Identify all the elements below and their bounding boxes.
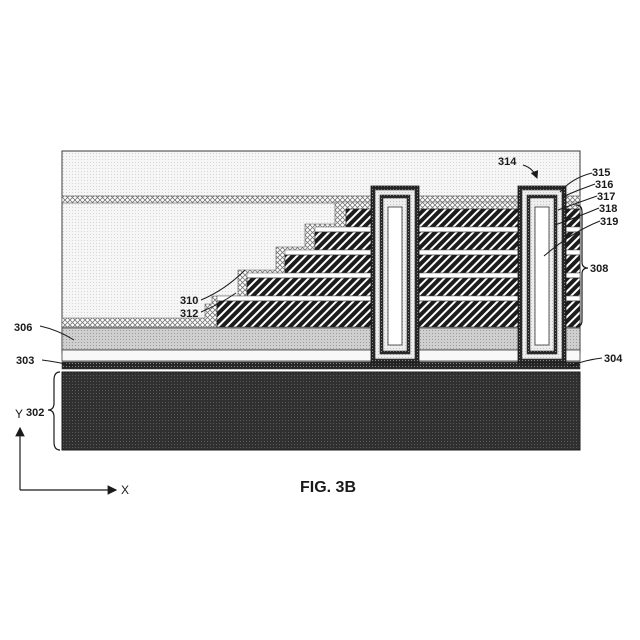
label-303: 303 — [16, 355, 34, 367]
label-318: 318 — [599, 203, 617, 215]
label-312: 312 — [180, 308, 198, 320]
label-308: 308 — [590, 263, 608, 275]
pillar-core-319 — [388, 207, 402, 345]
label-304: 304 — [604, 353, 623, 365]
label-306: 306 — [14, 322, 32, 334]
vertical-structure-left — [371, 186, 419, 363]
label-315: 315 — [592, 167, 610, 179]
figure-caption: FIG. 3B — [300, 479, 356, 496]
label-310: 310 — [180, 295, 198, 307]
vertical-structure-314 — [518, 186, 566, 363]
pillar-core-319 — [535, 207, 549, 345]
layer-306 — [62, 328, 580, 350]
label-302: 302 — [26, 407, 44, 419]
substrate-302 — [62, 372, 580, 450]
layer-303-304 — [62, 362, 580, 369]
label-314: 314 — [498, 156, 517, 168]
label-317: 317 — [597, 191, 615, 203]
layer-thin-band — [62, 350, 580, 361]
label-316: 316 — [595, 179, 613, 191]
y-axis-label: Y — [15, 407, 23, 421]
bracket-302 — [48, 372, 60, 450]
label-319: 319 — [600, 216, 618, 228]
x-axis-label: X — [121, 483, 129, 497]
